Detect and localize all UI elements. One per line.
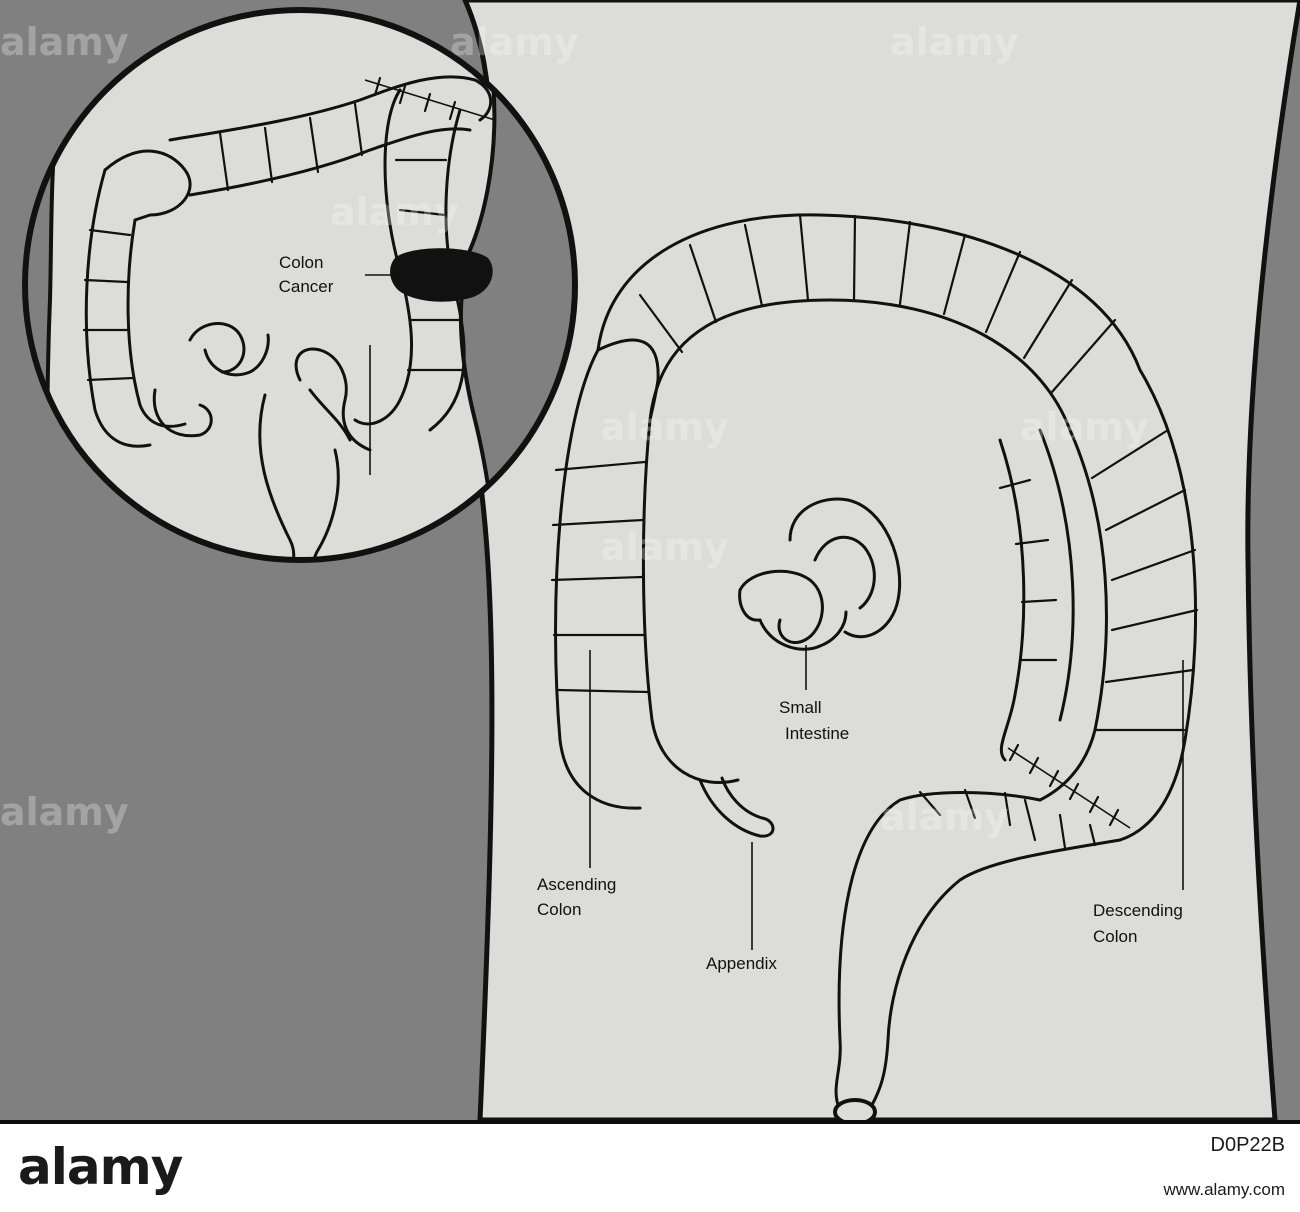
stock-footer: alamy D0P22B www.alamy.com [0, 1120, 1300, 1212]
ascending-colon [550, 338, 740, 810]
small-intestine [738, 497, 902, 651]
colon-cancer-tumor [390, 248, 493, 302]
footer-brand-logo: alamy [18, 1138, 183, 1196]
label-small-intestine-line1: Small [779, 698, 822, 717]
footer-image-id: D0P22B [1210, 1134, 1286, 1156]
label-descending-colon-line1: Descending [1093, 901, 1183, 920]
label-colon-cancer-line1: Colon [279, 253, 323, 272]
label-colon-cancer-line2: Cancer [279, 277, 334, 296]
sigmoid-rectum [833, 788, 1122, 1120]
descending-colon [998, 368, 1199, 842]
label-ascending-colon-line2: Colon [537, 900, 581, 919]
watermark-5: alamy [600, 405, 729, 449]
watermark-9: alamy [880, 795, 1009, 839]
watermark-3: alamy [890, 20, 1019, 64]
transverse-colon [596, 213, 1142, 432]
watermark-2: alamy [450, 20, 579, 64]
leader-lines [589, 645, 1184, 950]
appendix [698, 776, 775, 838]
label-ascending-colon-line1: Ascending [537, 875, 616, 894]
resection-marks [1007, 743, 1131, 829]
watermarks: alamy alamy alamy alamy alamy alamy alam… [0, 20, 1149, 839]
torso-silhouette [450, 0, 1300, 1120]
colon-anatomy-diagram: Colon Cancer Small Intestine Ascending C… [0, 0, 1300, 1120]
watermark-7: alamy [0, 790, 129, 834]
footer-url: www.alamy.com [1163, 1180, 1285, 1199]
watermark-8: alamy [600, 525, 729, 569]
label-descending-colon-line2: Colon [1093, 927, 1137, 946]
zoom-inset [22, 7, 578, 563]
label-small-intestine-line2: Intestine [785, 724, 849, 743]
watermark-6: alamy [1020, 405, 1149, 449]
watermark-1: alamy [0, 20, 129, 64]
watermark-4: alamy [330, 190, 459, 234]
label-appendix: Appendix [706, 954, 777, 973]
